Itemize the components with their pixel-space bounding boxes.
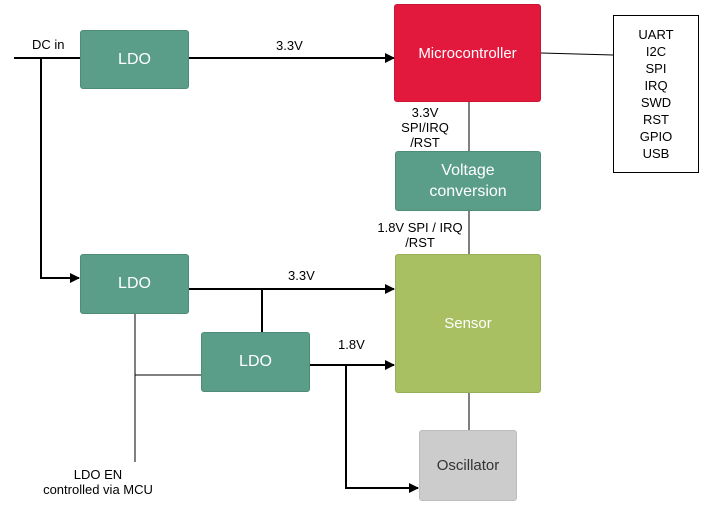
ldo-en-label: LDO EN controlled via MCU [36, 467, 160, 497]
interface-gpio: GPIO [639, 129, 673, 144]
interface-i2c: I2C [645, 44, 667, 59]
oscillator-block: Oscillator [419, 430, 517, 501]
interface-swd: SWD [640, 95, 672, 110]
v33-mid-label: 3.3V [288, 268, 315, 283]
interface-irq: IRQ [644, 78, 668, 93]
voltage-conversion-line2: conversion [429, 183, 507, 200]
mcu-bus-label: 3.3V SPI/IRQ /RST [395, 105, 455, 150]
interface-uart: UART [638, 27, 674, 42]
wire-dc-to-ldo-mid [40, 58, 80, 283]
interface-usb: USB [642, 146, 670, 161]
ldo-small-block: LDO [201, 332, 310, 392]
sensor-bus-line2: /RST [405, 235, 435, 250]
ldo-mid-block: LDO [80, 254, 189, 314]
ldo-en-line2: controlled via MCU [43, 482, 153, 497]
interface-list: UART I2C SPI IRQ SWD RST GPIO USB [613, 15, 699, 173]
voltage-conversion-block: Voltage conversion [395, 151, 541, 211]
v33-top-label: 3.3V [276, 38, 303, 53]
mcu-bus-line2: SPI/IRQ [401, 120, 449, 135]
microcontroller-block: Microcontroller [394, 4, 541, 102]
interface-spi: SPI [645, 61, 667, 76]
sensor-bus-label: 1.8V SPI / IRQ /RST [370, 220, 470, 250]
v18-label: 1.8V [338, 337, 365, 352]
ldo-top-block: LDO [80, 30, 189, 89]
wire-mcu-to-interfaces [540, 52, 614, 56]
ldo-en-line1: LDO EN [73, 467, 123, 482]
mcu-bus-line1: 3.3V [411, 105, 439, 120]
wire-18v-to-oscillator [345, 365, 419, 493]
dc-in-label: DC in [32, 37, 65, 52]
sensor-block: Sensor [395, 254, 541, 393]
mcu-bus-line3: /RST [410, 135, 440, 150]
sensor-bus-line1: 1.8V SPI / IRQ [377, 220, 463, 235]
interface-rst: RST [643, 112, 669, 127]
voltage-conversion-line1: Voltage [441, 162, 495, 179]
